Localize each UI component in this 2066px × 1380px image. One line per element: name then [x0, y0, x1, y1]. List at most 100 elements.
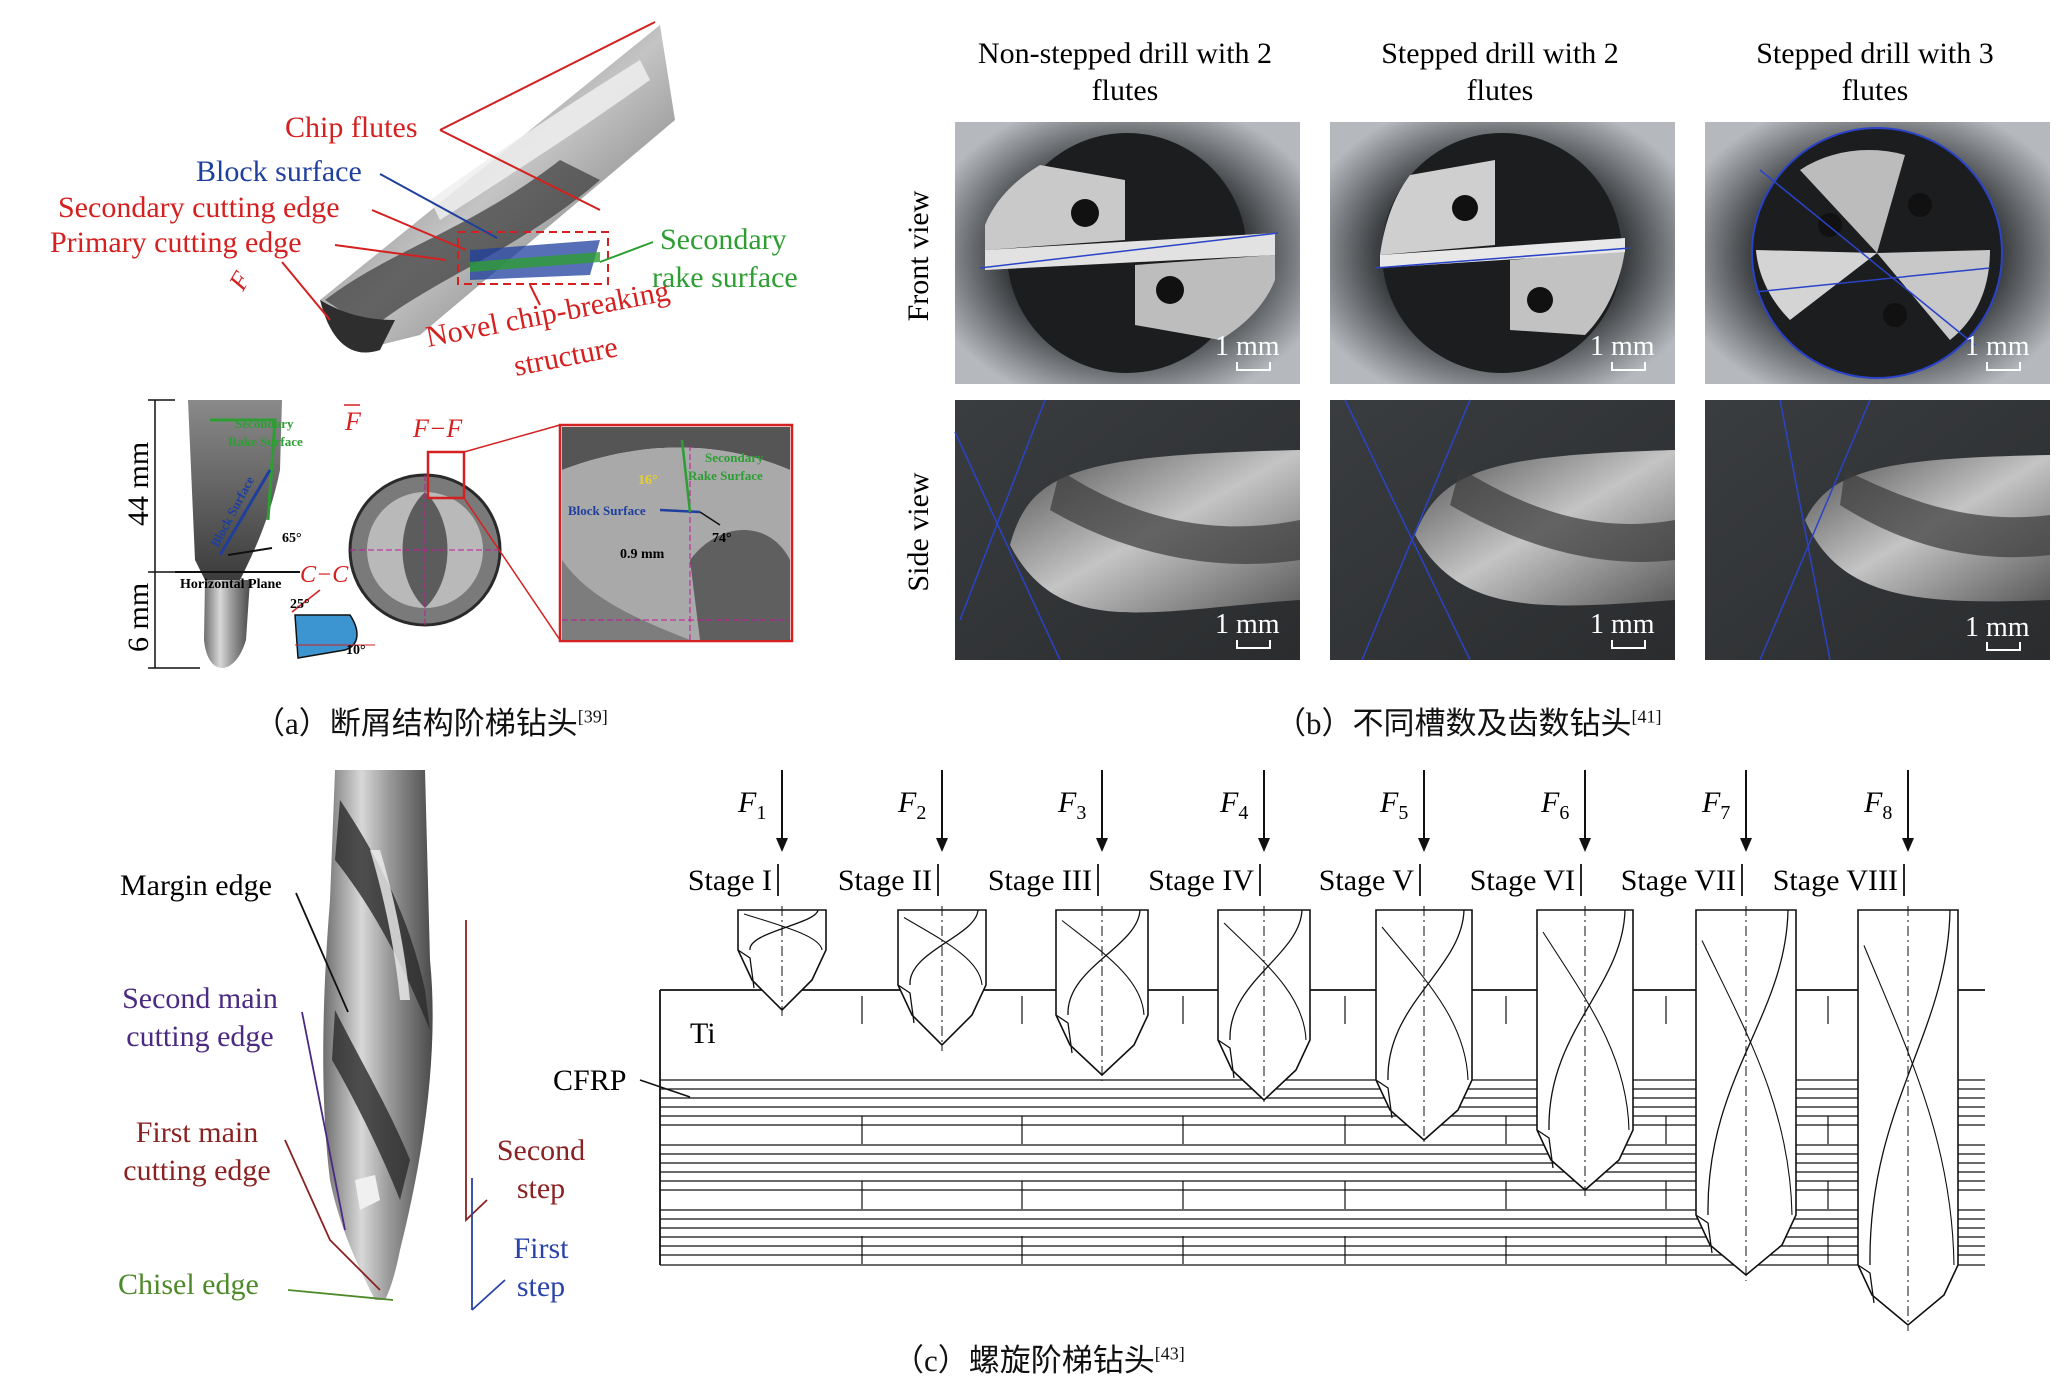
stage-label: Stage II — [838, 864, 932, 897]
first-main-cutting-edge-line2: cutting edge — [123, 1154, 270, 1187]
panel-a-leader-lines — [281, 21, 656, 321]
column-header-1-line1: Non-stepped drill with 2 — [978, 37, 1272, 70]
force-arrowhead — [776, 838, 788, 852]
second-step-line1: Second — [497, 1134, 585, 1167]
scale-label-side-2: 1 mm — [1590, 609, 1655, 640]
caption-a-text: （a）断屑结构阶梯钻头 — [254, 706, 578, 741]
dimension-44mm: 44 mm — [122, 442, 155, 526]
secondary-rake-label-line1: Secondary — [660, 223, 787, 256]
force-arrowhead — [1418, 838, 1430, 852]
first-step-line2: step — [517, 1270, 565, 1303]
row-label-front-view: Front view — [902, 190, 935, 321]
panel-a: Chip flutes Block surface Secondary cutt… — [50, 21, 798, 669]
drill-helix-line — [903, 917, 983, 986]
drill-helix-line — [1701, 940, 1793, 1216]
drill-step-shoulder — [1217, 1039, 1235, 1079]
force-label: F4 — [1219, 786, 1248, 824]
drill-body-outline — [1857, 909, 1959, 1327]
drill-helix-line — [1223, 922, 1307, 1041]
secondary-rake-zoom-line1: Secondary — [705, 450, 764, 465]
angle-16: 16° — [638, 473, 658, 488]
first-step-line1: First — [513, 1232, 569, 1265]
cc-section-profile — [291, 589, 375, 659]
drill-helix-line — [743, 913, 823, 951]
scale-label-side-3: 1 mm — [1965, 612, 2030, 643]
novel-structure-label-line2: structure — [511, 330, 620, 382]
drill-step-shoulder — [1695, 1214, 1713, 1254]
drill-helix-line — [1061, 920, 1145, 1016]
drill-helix-line — [1067, 909, 1141, 1016]
drill-step-shoulder — [1857, 1264, 1875, 1304]
force-arrowhead — [1579, 838, 1591, 852]
row-label-side-view: Side view — [902, 472, 935, 591]
scale-label-front-3: 1 mm — [1965, 331, 2030, 362]
force-label: F3 — [1057, 786, 1086, 824]
drill-body-outline — [897, 909, 987, 1047]
drill-helix-line — [1381, 926, 1469, 1081]
panel-c: Margin edge Second main cutting edge Fir… — [118, 770, 1985, 1331]
f-section-marker-bottom: F — [344, 407, 362, 436]
dimension-6mm: 6 mm — [122, 583, 155, 652]
force-label: F1 — [737, 786, 766, 824]
drill-helix-line — [909, 909, 979, 986]
force-label: F8 — [1863, 786, 1892, 824]
stage-label: Stage I — [688, 864, 772, 897]
column-header-2-line1: Stepped drill with 2 — [1381, 37, 1618, 70]
side-view-photo-2 — [1330, 399, 1675, 661]
force-arrowhead — [1902, 838, 1914, 852]
helical-step-drill-photo — [323, 770, 433, 1300]
force-arrowhead — [1258, 838, 1270, 852]
force-label: F5 — [1379, 786, 1408, 824]
scale-bars — [1236, 362, 2021, 651]
drill-body-outline — [1217, 909, 1311, 1102]
horizontal-plane-label: Horizontal Plane — [180, 577, 282, 592]
cfrp-leader — [639, 1079, 691, 1098]
stage-label: Stage VIII — [1773, 864, 1898, 897]
drill-helix-line — [1863, 945, 1955, 1266]
secondary-cutting-edge-label: Secondary cutting edge — [58, 191, 340, 224]
force-label: F7 — [1701, 786, 1730, 824]
caption-b-text: （b）不同槽数及齿数钻头 — [1275, 706, 1632, 741]
cc-section-label: C−C — [300, 562, 349, 588]
ff-section-disc — [348, 424, 561, 641]
margin-edge-label: Margin edge — [120, 869, 272, 902]
primary-cutting-edge-label: Primary cutting edge — [50, 226, 302, 259]
caption-c-text: （c）螺旋阶梯钻头 — [893, 1343, 1155, 1378]
drill-step-shoulder — [1375, 1079, 1393, 1119]
drill-3d-render — [320, 25, 675, 353]
column-header-1-line2: flutes — [1092, 74, 1159, 107]
caption-c: （c）螺旋阶梯钻头[43] — [893, 1335, 1185, 1380]
panel-c-leader-lines — [284, 892, 506, 1311]
dimension-lines — [148, 399, 200, 669]
column-header-3-line2: flutes — [1842, 74, 1909, 107]
front-view-photo-2 — [1330, 122, 1675, 384]
scale-label-side-1: 1 mm — [1215, 609, 1280, 640]
stage-label: Stage V — [1319, 864, 1415, 897]
drill-helix-line — [1542, 931, 1630, 1131]
caption-a-ref: [39] — [577, 706, 608, 727]
angle-74: 74° — [712, 531, 732, 546]
angle-10: 10° — [346, 643, 366, 658]
column-header-3-line1: Stepped drill with 3 — [1756, 37, 1993, 70]
force-label: F6 — [1540, 786, 1569, 824]
block-surface-zoom: Block Surface — [568, 503, 646, 518]
front-view-photo-1 — [955, 122, 1300, 384]
ti-layer-label: Ti — [690, 1017, 716, 1050]
chisel-edge-label: Chisel edge — [118, 1268, 259, 1301]
caption-b-ref: [41] — [1631, 706, 1662, 727]
caption-b: （b）不同槽数及齿数钻头[41] — [1275, 698, 1662, 743]
stage-label: Stage VII — [1621, 864, 1736, 897]
dimension-0-9mm: 0.9 mm — [620, 547, 665, 562]
f-section-marker-top: F — [223, 266, 257, 296]
force-arrowhead — [936, 838, 948, 852]
stage-label: Stage IV — [1148, 864, 1254, 897]
force-arrowhead — [1096, 838, 1108, 852]
drill-side-section — [175, 400, 300, 668]
secondary-rake-label-line2: rake surface — [652, 261, 798, 294]
scale-label-front-2: 1 mm — [1590, 331, 1655, 362]
secondary-rake-small-line2: Rake Surface — [228, 434, 303, 449]
front-view-photo-3 — [1705, 122, 2050, 384]
drill-step-shoulder — [1536, 1129, 1554, 1169]
drill-body-outline — [1375, 909, 1473, 1142]
